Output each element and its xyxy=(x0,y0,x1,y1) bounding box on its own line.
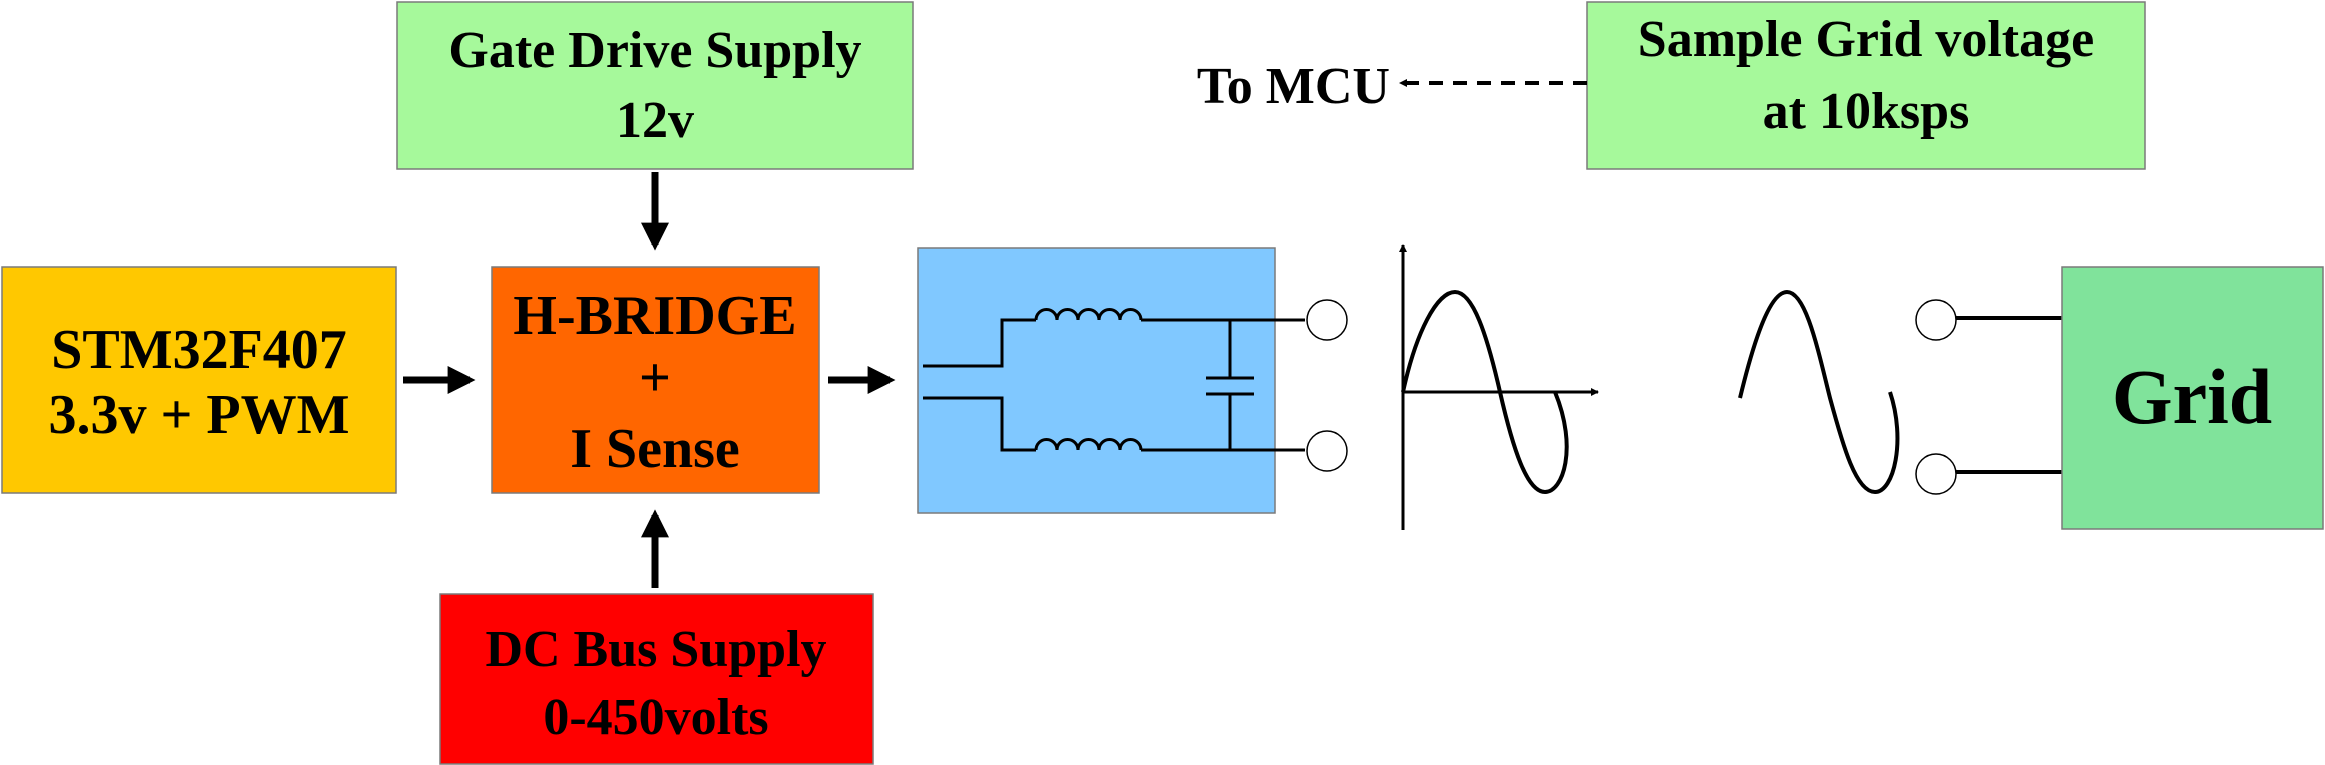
lc-filter-block xyxy=(917,247,1305,514)
output-waveform-plot xyxy=(1399,244,1599,530)
grid-sine-wave-icon xyxy=(1738,289,1900,495)
sample-grid-voltage-block: Sample Grid voltage at 10ksps xyxy=(1586,1,2146,170)
filter-output-terminal-bottom xyxy=(1306,430,1348,472)
mcu-name: STM32F407 xyxy=(51,319,347,381)
mcu-block: STM32F407 3.3v + PWM xyxy=(1,266,397,494)
lc-filter-schematic xyxy=(923,308,1305,452)
dc-bus-label: DC Bus Supply xyxy=(485,621,826,678)
dc-bus-voltage: 0-450volts xyxy=(543,689,768,746)
grid-terminal-top xyxy=(1915,299,1957,341)
grid-block: Grid xyxy=(2061,266,2324,530)
to-mcu-label: To MCU xyxy=(1197,58,1390,115)
h-bridge-plus: + xyxy=(639,347,671,409)
gate-drive-supply-block: Gate Drive Supply 12v xyxy=(396,1,914,170)
gate-drive-label: Gate Drive Supply xyxy=(448,22,861,79)
h-bridge-block: H-BRIDGE + I Sense xyxy=(491,266,820,494)
gate-drive-voltage: 12v xyxy=(616,92,694,149)
h-bridge-label: H-BRIDGE xyxy=(513,285,796,347)
sample-grid-label: Sample Grid voltage xyxy=(1638,11,2094,68)
filter-output-terminal-top xyxy=(1306,299,1348,341)
current-sense-label: I Sense xyxy=(570,418,740,480)
grid-terminal-bottom xyxy=(1915,453,1957,495)
sine-wave-icon xyxy=(1401,289,1569,495)
mcu-spec: 3.3v + PWM xyxy=(49,384,350,446)
sample-grid-rate: at 10ksps xyxy=(1763,83,1970,140)
grid-label: Grid xyxy=(2112,353,2272,440)
dc-bus-supply-block: DC Bus Supply 0-450volts xyxy=(439,593,874,765)
